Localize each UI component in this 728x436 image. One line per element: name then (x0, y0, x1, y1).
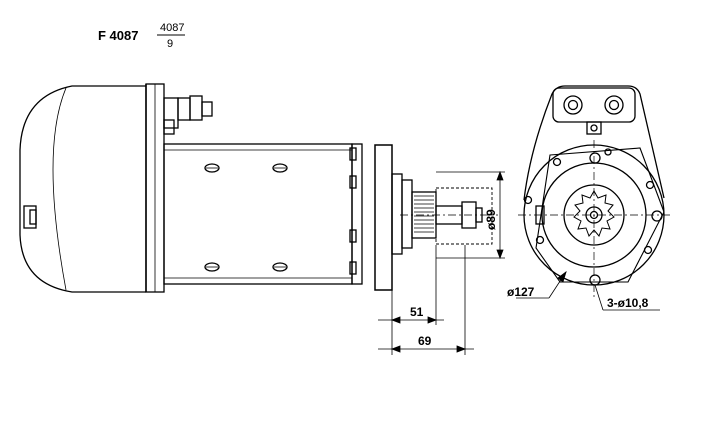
pinion-housing (401, 179, 413, 249)
side-view (19, 83, 498, 293)
pinion-gear (573, 189, 615, 237)
terminal-hole-left (563, 95, 583, 115)
terminal-tab (586, 121, 602, 135)
pole-screw-1 (204, 163, 220, 173)
end-view-leaders (516, 270, 660, 311)
band-bolt-2 (349, 175, 357, 189)
pole-screw-3 (204, 262, 220, 272)
dim-holes: 3-ø10,8 (607, 296, 649, 310)
frame-end-band (351, 143, 363, 285)
pinion-teeth (414, 195, 434, 233)
band-bolt-1 (349, 147, 357, 161)
terminal-nut-1 (177, 97, 191, 121)
terminal-small (163, 119, 175, 135)
end-cap-seam (52, 87, 67, 291)
pole-screw-2 (272, 163, 288, 173)
band-bolt-3 (349, 229, 357, 243)
motor-frame (163, 143, 353, 285)
model-number: F 4087 (98, 28, 138, 43)
dim-length-short: 51 (410, 305, 424, 319)
mounting-flange (374, 144, 393, 291)
dim-flange-dia: ø127 (507, 285, 535, 299)
terminal-hole-right (604, 95, 624, 115)
end-view-flange (535, 147, 665, 283)
band-bolt-4 (349, 261, 357, 275)
mount-hole-top (589, 152, 601, 164)
flange-spigot (391, 173, 403, 255)
pole-screw-4 (272, 262, 288, 272)
end-cap (19, 85, 146, 293)
end-cap-boss-inner (29, 209, 37, 225)
dim-length-long: 69 (418, 334, 432, 348)
end-view-centerlines (518, 140, 672, 300)
dim-lengths (378, 245, 474, 355)
dim-shaft-dia (436, 170, 505, 260)
fraction-bottom: 9 (167, 38, 173, 50)
terminal-block (163, 97, 179, 129)
fraction-top: 4087 (160, 22, 184, 34)
terminal-stud (201, 101, 213, 117)
terminal-nut-2 (189, 95, 203, 121)
pinion-envelope (435, 187, 493, 245)
mount-hole-bottom (589, 274, 601, 286)
dim-shaft-dia-label: ø89 (484, 209, 498, 230)
mount-hole-right (651, 210, 663, 222)
